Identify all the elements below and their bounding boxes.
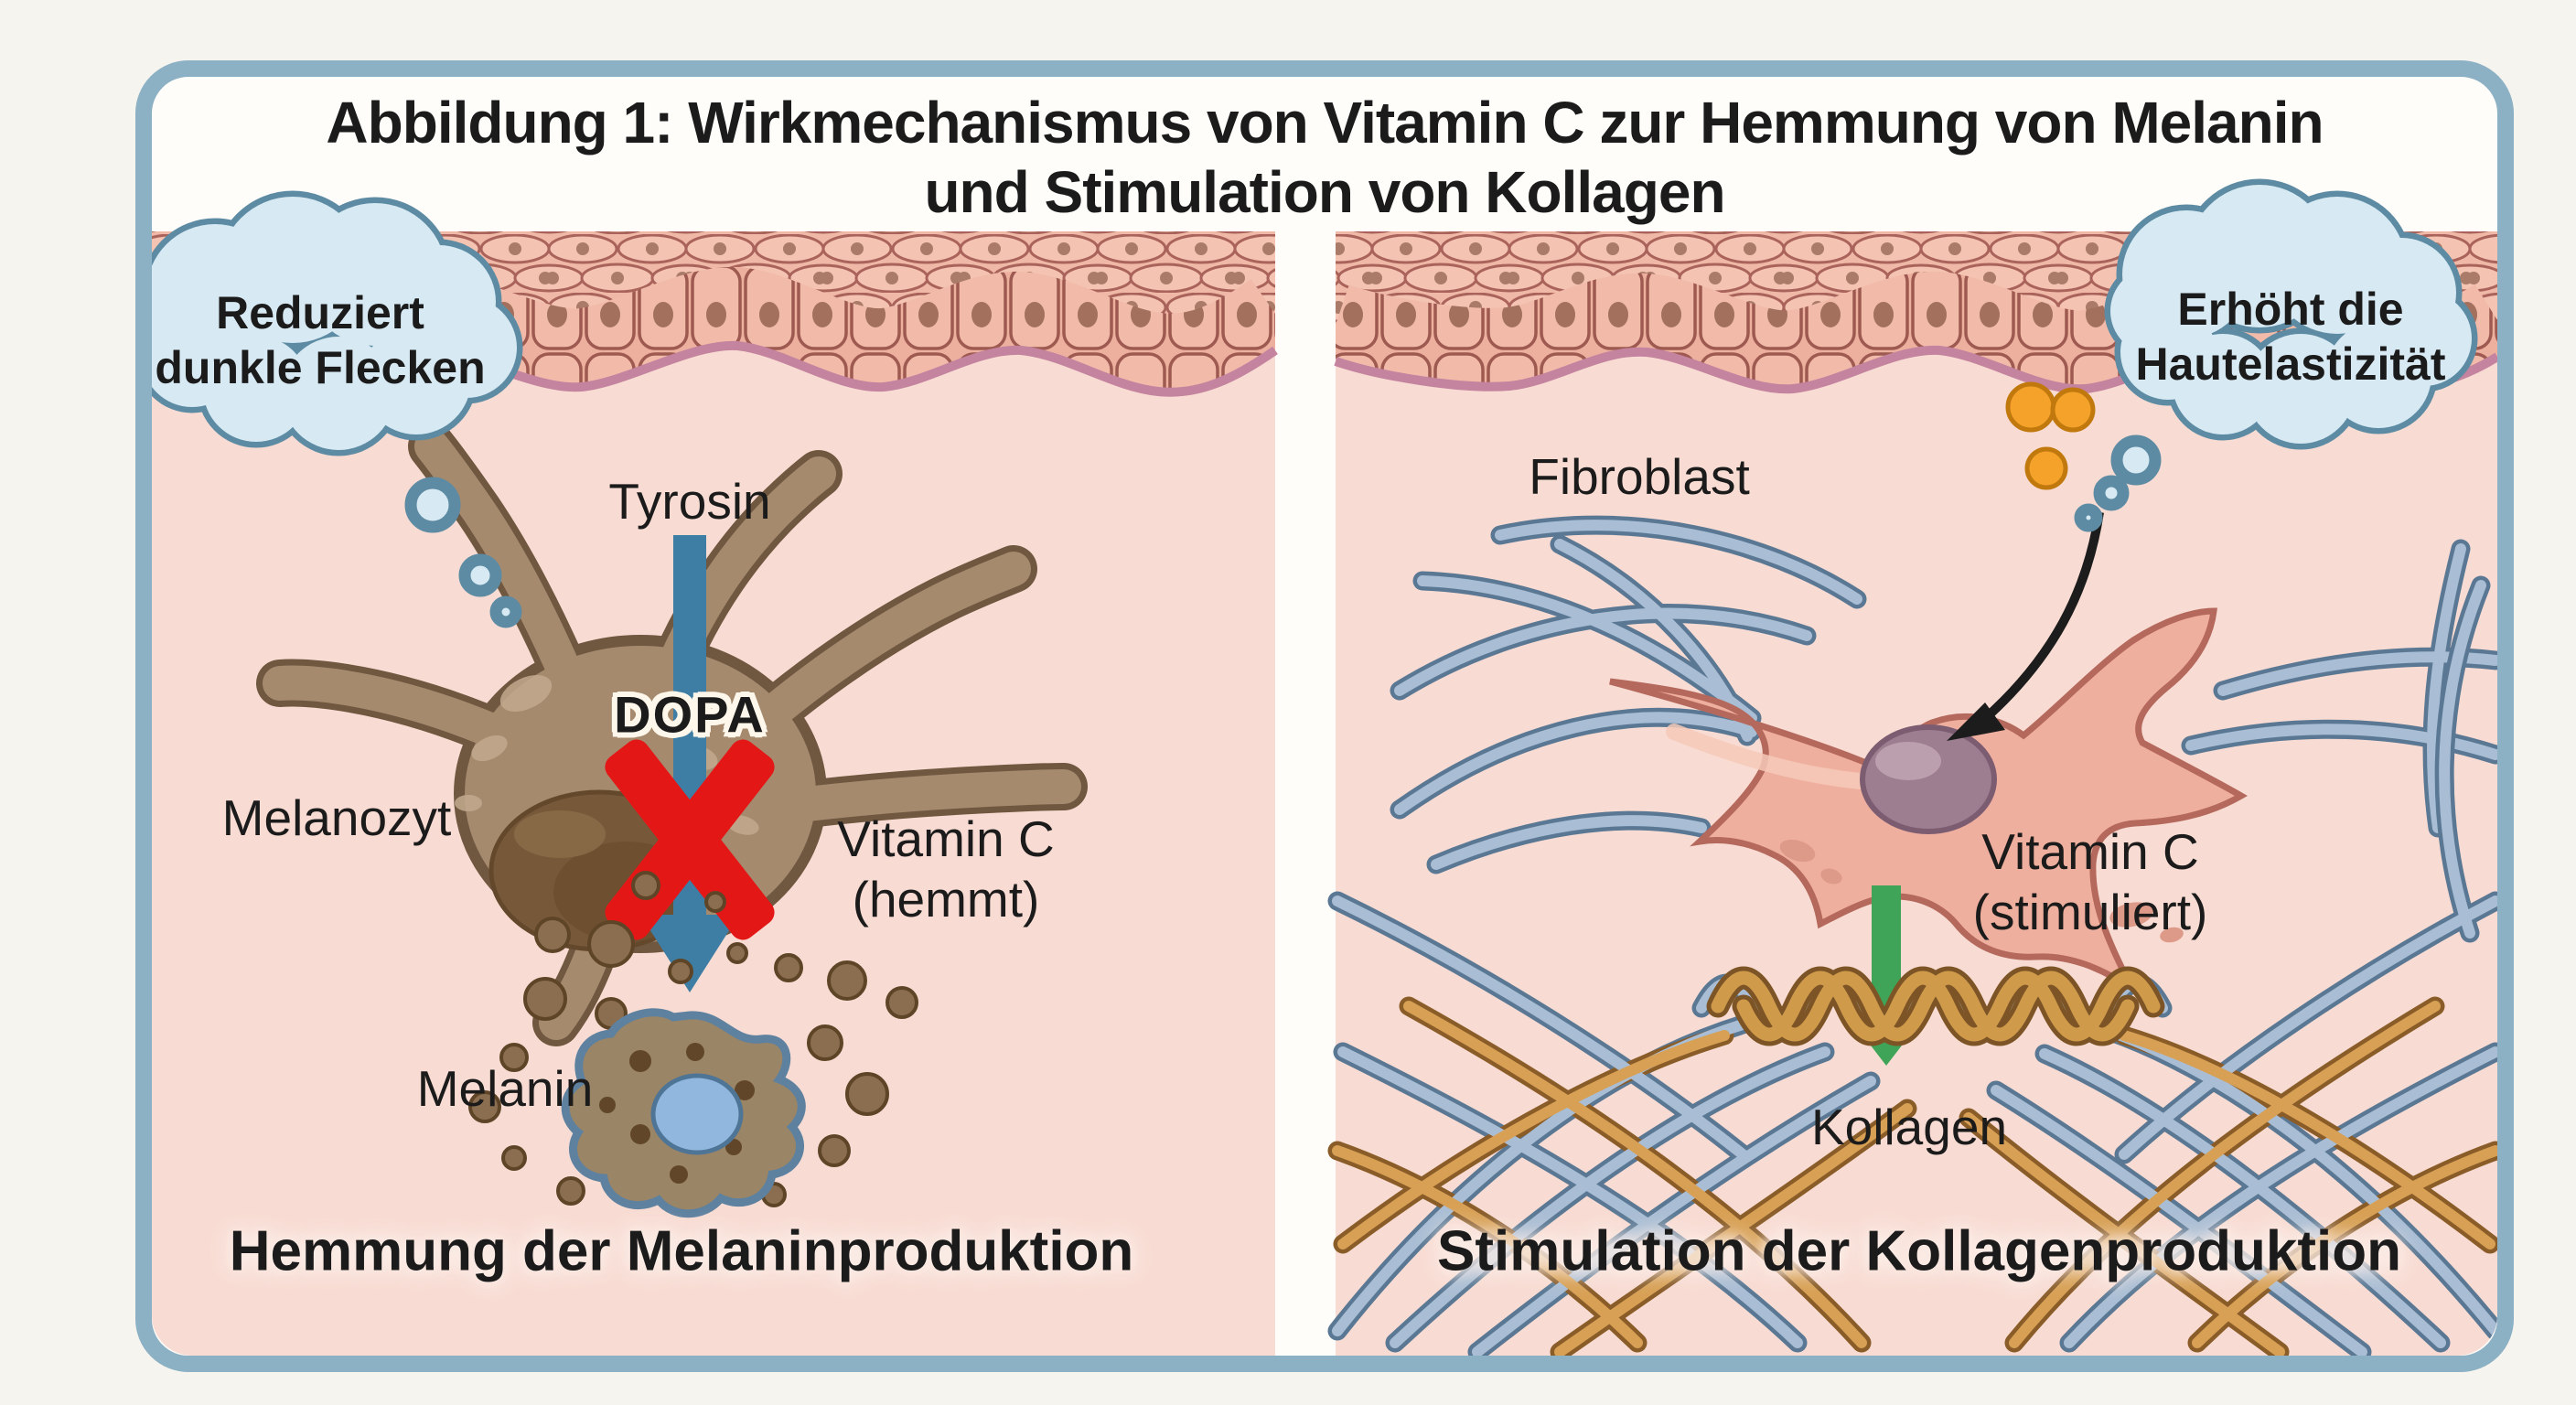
melanin-label: Melanin — [416, 1060, 594, 1117]
fibroblast-label: Fibroblast — [1529, 448, 1750, 505]
melanin-cell — [561, 1008, 806, 1218]
benefit-bubble-right-text: Erhöht die Hautelastizität — [2135, 284, 2446, 390]
benefit-bubble-left-text: Reduziert dunkle Flecken — [155, 287, 486, 393]
uptake-arrow-icon — [1947, 511, 2104, 741]
fibroblast-nucleus — [1860, 724, 1997, 834]
fibroblast-cell — [1609, 607, 2249, 997]
figure-title-line1: Abbildung 1: Wirkmechanismus von Vitamin… — [326, 90, 2324, 156]
vitamin-c-dots — [2005, 381, 2096, 490]
thought-bubble-right — [2074, 178, 2478, 532]
dopa-label: DOPA — [614, 685, 766, 744]
figure-title: Abbildung 1: Wirkmechanismus von Vitamin… — [326, 88, 2324, 227]
figure-title-line2: und Stimulation von Kollagen — [924, 159, 1725, 225]
thought-bubble-left — [152, 190, 523, 628]
collagen-panel-caption: Stimulation der Kollagenproduktion — [1437, 1219, 2401, 1283]
melanozyt-label: Melanozyt — [221, 789, 452, 846]
melanin-panel-caption: Hemmung der Melaninproduktion — [229, 1219, 1134, 1283]
vitamin-c-stimuliert-label: Vitamin C (stimuliert) — [1972, 823, 2208, 940]
melanin-cell-nucleus — [650, 1073, 744, 1155]
vitamin-c-hemmt-label: Vitamin C (hemmt) — [837, 810, 1055, 928]
collagen-braid — [1691, 966, 2173, 1046]
kollagen-label: Kollagen — [1810, 1099, 2008, 1155]
tyrosin-label: Tyrosin — [608, 473, 771, 530]
